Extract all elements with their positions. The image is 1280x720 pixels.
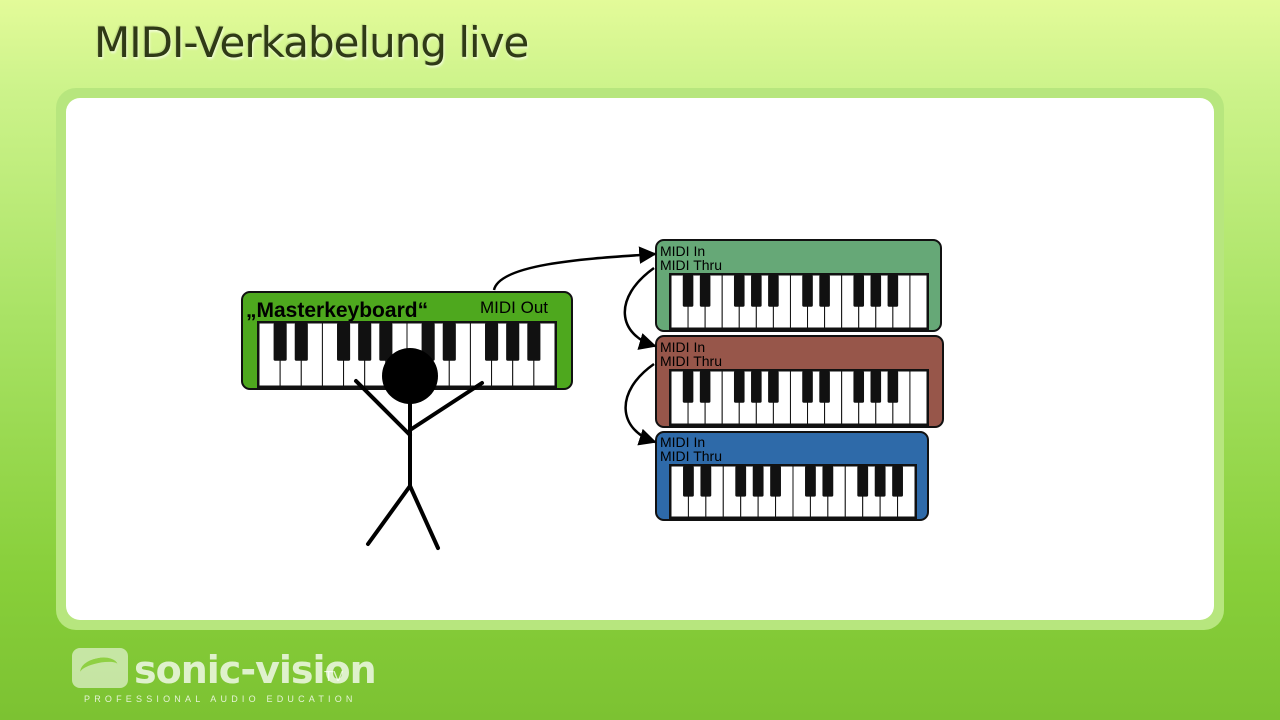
module-3-black-key [874, 466, 886, 497]
sound-module-3-midi-thru-label: MIDI Thru [660, 448, 722, 464]
player-left-arm [354, 379, 412, 437]
slide-title: MIDI-Verkabelung live [94, 18, 529, 67]
logo-brand-text: sonic-vision [134, 648, 377, 692]
module-1-black-key [733, 275, 745, 307]
module-1-black-key [853, 275, 865, 307]
module-1-black-key [699, 275, 711, 307]
master-black-key [442, 323, 456, 361]
module-2-black-key [853, 371, 865, 403]
sound-module-1-keys [669, 273, 929, 330]
module-2-black-key [819, 371, 830, 403]
player-head [382, 348, 438, 404]
master-black-key [379, 323, 393, 361]
cable-module-1-thru-to-module-2-in [623, 266, 657, 350]
midi-out-port-label: MIDI Out [480, 298, 548, 317]
module-3-black-key [770, 466, 781, 497]
logo-mark-icon [72, 648, 128, 688]
module-1-black-key [819, 275, 830, 307]
master-black-key [273, 323, 287, 361]
module-2-black-key [733, 371, 745, 403]
master-black-key [294, 323, 308, 361]
sound-module-2-midi-in-label: MIDI In [660, 339, 705, 355]
sound-module-3-midi-in-label: MIDI In [660, 434, 705, 450]
brand-logo: sonic-vision TV PROFESSIONAL AUDIO EDUCA… [72, 646, 377, 706]
module-3-black-key [857, 466, 869, 497]
module-2-black-key [768, 371, 779, 403]
cable-midi-out-to-module-1-in [492, 246, 657, 291]
module-1-black-key [751, 275, 762, 307]
player-left-leg [366, 484, 412, 546]
master-black-key [358, 323, 372, 361]
module-3-black-key [892, 466, 903, 497]
player-stick-figure [354, 348, 484, 550]
module-2-black-key [887, 371, 899, 403]
sound-module-1: MIDI In MIDI Thru [655, 239, 942, 332]
sound-module-1-midi-thru-label: MIDI Thru [660, 257, 722, 273]
sound-module-3: MIDI In MIDI Thru [655, 431, 929, 521]
sound-module-1-midi-in-label: MIDI In [660, 243, 705, 259]
module-2-black-key [682, 371, 694, 403]
module-2-black-key [699, 371, 711, 403]
module-3-black-key [700, 466, 712, 497]
module-3-black-key [735, 466, 747, 497]
module-3-black-key [752, 466, 764, 497]
module-2-black-key [802, 371, 813, 403]
player-right-leg [408, 484, 440, 550]
module-1-black-key [870, 275, 882, 307]
module-2-black-key [751, 371, 762, 403]
player-right-arm [408, 381, 484, 432]
master-keyboard-name: „Masterkeyboard“ [246, 299, 428, 322]
master-black-key [337, 323, 351, 361]
logo-tld-text: TV [324, 668, 344, 685]
sound-module-2: MIDI In MIDI Thru [655, 335, 944, 428]
sound-module-3-keys [669, 464, 917, 519]
cable-module-2-thru-to-module-3-in [624, 362, 657, 446]
module-2-black-key [870, 371, 882, 403]
module-1-black-key [887, 275, 899, 307]
module-1-black-key [682, 275, 694, 307]
master-black-key [506, 323, 520, 361]
logo-tagline: PROFESSIONAL AUDIO EDUCATION [84, 694, 357, 704]
module-3-black-key [805, 466, 816, 497]
module-1-white-key [909, 274, 928, 329]
module-1-black-key [768, 275, 779, 307]
master-black-key [421, 323, 435, 361]
module-3-black-key [822, 466, 834, 497]
sound-module-2-keys [669, 369, 929, 426]
module-1-black-key [802, 275, 813, 307]
master-black-key [485, 323, 499, 361]
master-black-key [527, 323, 541, 361]
module-2-white-key [909, 370, 928, 425]
sound-module-2-midi-thru-label: MIDI Thru [660, 353, 722, 369]
module-3-black-key [683, 466, 694, 497]
